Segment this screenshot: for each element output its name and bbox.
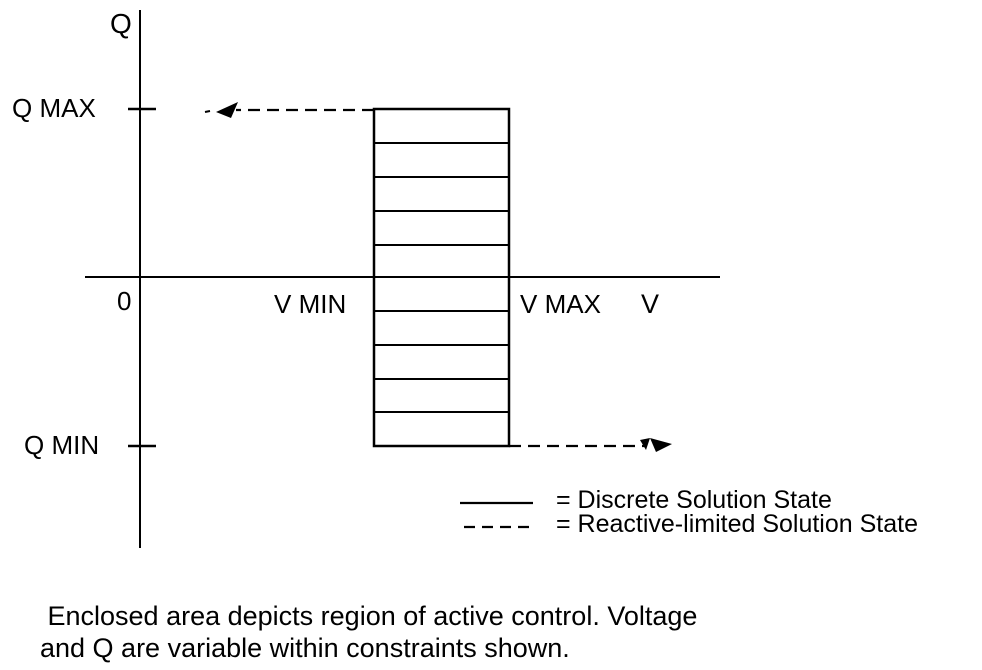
caption-line-1: Enclosed area depicts region of active c… [40, 601, 698, 631]
x-axis-label: V [641, 289, 659, 319]
caption-line-2: and Q are variable within constraints sh… [40, 633, 570, 663]
q-max-label: Q MAX [12, 93, 96, 123]
v-max-label: V MAX [520, 289, 601, 319]
q-min-label: Q MIN [24, 430, 99, 460]
q-min-arrow-notch [640, 438, 650, 450]
q-min-arrowhead [650, 438, 672, 452]
q-max-arrow-tail [204, 110, 211, 113]
active-control-region [372, 107, 511, 448]
legend-solid-label: = Discrete Solution State [556, 486, 832, 514]
y-axis-label: Q [110, 8, 132, 39]
diagram-caption: Enclosed area depicts region of active c… [40, 600, 940, 664]
q-max-arrowhead [216, 102, 238, 118]
origin-label: 0 [117, 286, 131, 316]
region-hatch-lines [374, 142, 509, 413]
v-min-label: V MIN [274, 289, 346, 319]
legend-dashed-label: = Reactive-limited Solution State [556, 510, 918, 538]
